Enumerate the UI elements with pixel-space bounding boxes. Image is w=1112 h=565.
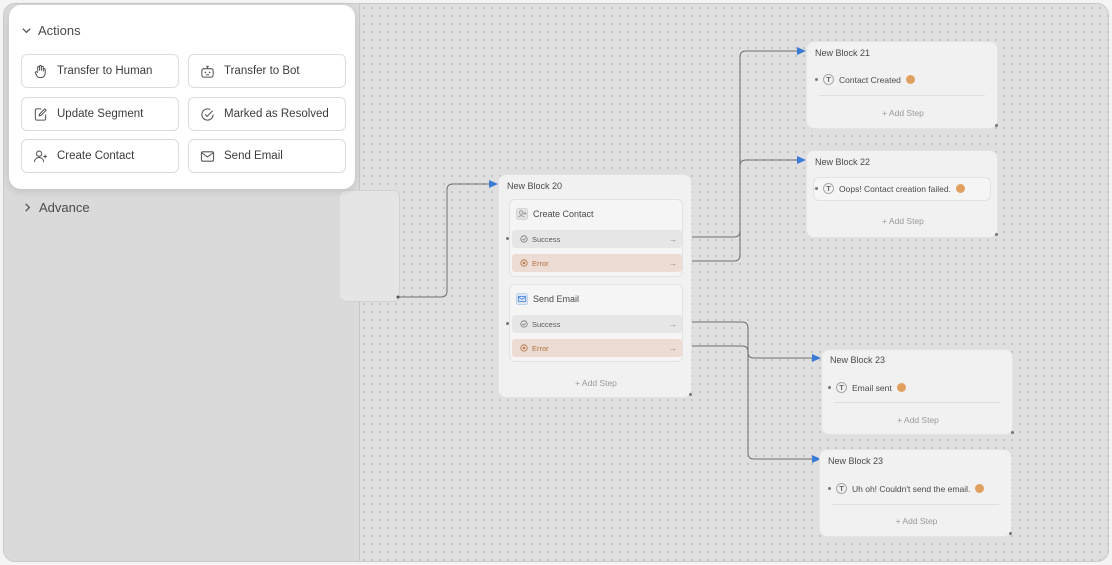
text-step[interactable]: T Email sent (828, 382, 906, 393)
divider (832, 504, 999, 505)
chevron-down-icon (22, 28, 31, 34)
chevron-right-icon (25, 203, 31, 212)
emoji-icon (975, 484, 985, 493)
message-text: Oops! Contact creation failed. (839, 183, 951, 194)
node-handle[interactable] (995, 124, 998, 127)
node-title: New Block 20 (507, 181, 563, 191)
send-email-header: Send Email (516, 293, 579, 305)
bullet (815, 78, 818, 81)
branch-label: Success (532, 319, 561, 329)
arrow-right-icon: → (669, 234, 677, 244)
bullet (815, 187, 818, 190)
branch-label: Error (532, 343, 549, 353)
arrow-right-icon: → (669, 258, 677, 268)
actions-section-toggle[interactable]: Actions (21, 23, 81, 38)
hand-icon (34, 64, 46, 78)
edit-icon (34, 107, 47, 121)
divider (819, 95, 985, 96)
flow-node-block-23-failed[interactable]: New Block 23 T Uh oh! Couldn't send the … (819, 449, 1012, 537)
mail-icon (516, 293, 528, 305)
node-title: New Block 22 (815, 157, 871, 167)
send-email-success-branch[interactable]: Success → (512, 315, 682, 333)
check-circle-icon (520, 235, 528, 243)
emoji-icon (896, 383, 906, 392)
transfer-to-bot-button[interactable]: Transfer to Bot (188, 54, 346, 88)
node-title: New Block 23 (828, 456, 884, 466)
text-step[interactable]: T Contact Created (815, 74, 915, 85)
flow-node-block-23-sent[interactable]: New Block 23 T Email sent + Add Step (821, 349, 1014, 435)
message-text: Contact Created (839, 74, 901, 85)
update-segment-button[interactable]: Update Segment (21, 97, 179, 131)
message-text: Uh oh! Couldn't send the email. (852, 483, 971, 494)
node-title: New Block 23 (830, 355, 886, 365)
create-contact-header: Create Contact (516, 208, 594, 220)
bullet (828, 386, 831, 389)
text-type-icon: T (836, 382, 847, 393)
node-handle[interactable] (1011, 431, 1014, 434)
add-step-button[interactable]: + Add Step (882, 216, 924, 226)
advance-section-label: Advance (39, 200, 90, 215)
flow-node-block-20[interactable]: New Block 20 Create Contact Success → Er… (498, 174, 692, 398)
check-circle-icon (201, 107, 214, 121)
create-contact-label: Create Contact (533, 209, 594, 219)
add-step-button[interactable]: + Add Step (575, 378, 617, 388)
error-circle-icon (520, 344, 528, 352)
create-contact-step[interactable]: Create Contact Success → Error → (509, 199, 683, 277)
text-type-icon: T (836, 483, 847, 494)
create-contact-error-branch[interactable]: Error → (512, 254, 682, 272)
node-handle[interactable] (689, 393, 692, 396)
action-label: Create Contact (57, 150, 135, 162)
actions-section-label: Actions (38, 23, 81, 38)
transfer-to-human-button[interactable]: Transfer to Human (21, 54, 179, 88)
node-handle[interactable] (1009, 532, 1012, 535)
actions-popover: Actions Transfer to Human Transfer to Bo… (9, 5, 355, 189)
marked-as-resolved-button[interactable]: Marked as Resolved (188, 97, 346, 131)
message-text: Email sent (852, 382, 892, 393)
flow-node-block-22[interactable]: New Block 22 T Oops! Contact creation fa… (806, 150, 998, 238)
add-step-button[interactable]: + Add Step (882, 108, 924, 118)
check-circle-icon (520, 320, 528, 328)
bullet (828, 487, 831, 490)
send-email-button[interactable]: Send Email (188, 139, 346, 173)
branch-label: Error (532, 258, 549, 268)
user-plus-icon (33, 150, 48, 162)
action-label: Update Segment (57, 108, 144, 120)
branch-label: Success (532, 234, 561, 244)
text-type-icon: T (823, 74, 834, 85)
arrow-right-icon: → (669, 343, 677, 353)
error-circle-icon (520, 259, 528, 267)
text-type-icon: T (823, 183, 834, 194)
action-label: Send Email (224, 150, 283, 162)
text-step[interactable]: T Uh oh! Couldn't send the email. (828, 483, 985, 494)
send-email-error-branch[interactable]: Error → (512, 339, 682, 357)
action-label: Transfer to Bot (224, 65, 300, 77)
user-plus-icon (516, 208, 528, 220)
action-label: Transfer to Human (57, 65, 153, 77)
partial-node (340, 190, 400, 302)
add-step-button[interactable]: + Add Step (895, 516, 938, 526)
create-contact-success-branch[interactable]: Success → (512, 230, 682, 248)
text-step[interactable]: T Oops! Contact creation failed. (815, 183, 965, 194)
node-title: New Block 21 (815, 48, 871, 58)
flow-node-block-21[interactable]: New Block 21 T Contact Created + Add Ste… (806, 41, 998, 129)
add-step-button[interactable]: + Add Step (897, 415, 939, 425)
advance-section-toggle[interactable]: Advance (22, 200, 90, 215)
bot-icon (201, 65, 214, 78)
arrow-right-icon: → (669, 319, 677, 329)
divider (834, 402, 1000, 403)
emoji-icon (955, 184, 965, 193)
emoji-icon (905, 75, 915, 84)
node-handle[interactable] (506, 237, 509, 240)
node-handle[interactable] (995, 233, 998, 236)
action-label: Marked as Resolved (224, 108, 329, 120)
send-email-step[interactable]: Send Email Success → Error → (509, 284, 683, 362)
send-email-label: Send Email (533, 294, 580, 304)
node-handle[interactable] (506, 322, 509, 325)
mail-icon (200, 150, 215, 162)
create-contact-button[interactable]: Create Contact (21, 139, 179, 173)
